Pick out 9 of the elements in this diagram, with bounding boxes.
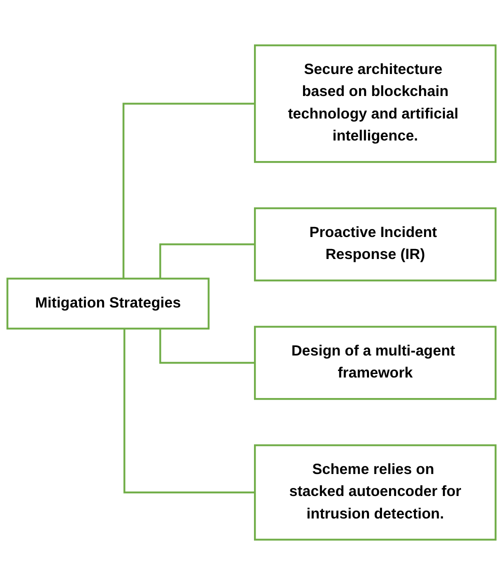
node-box: Secure architecture based on blockchain technology and artificial intelligence. (254, 44, 497, 163)
connector (122, 102, 255, 279)
node-box: Mitigation Strategies (6, 278, 210, 330)
connector (159, 328, 255, 364)
node-box: Design of a multi-agent framework (254, 326, 497, 400)
connector (159, 243, 255, 279)
connector (123, 328, 255, 494)
node-box: Proactive Incident Response (IR) (254, 207, 497, 282)
node-box: Scheme relies on stacked autoencoder for intrusion detection. (254, 444, 497, 541)
